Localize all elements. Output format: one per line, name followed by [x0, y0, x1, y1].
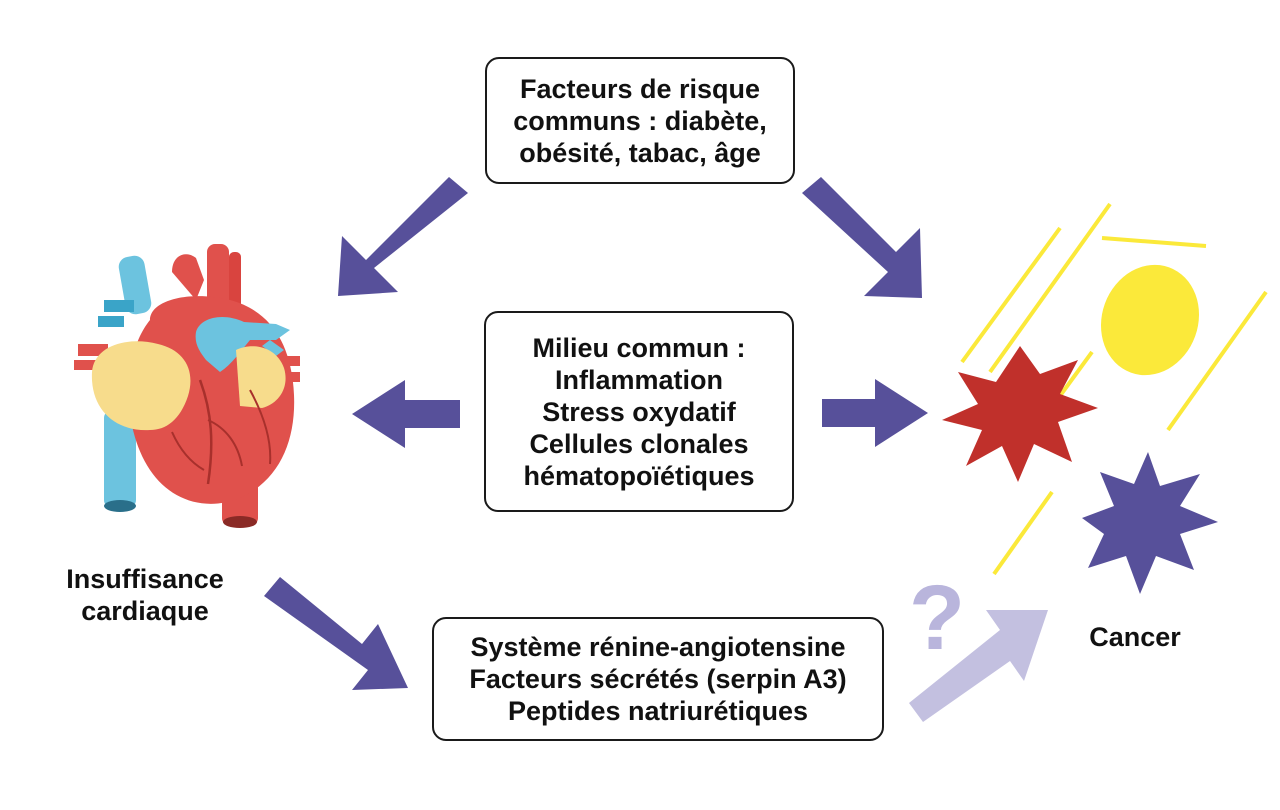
common-milieu-line: Stress oxydatif: [542, 396, 736, 427]
secreted-factors-line: Peptides natriurétiques: [507, 696, 809, 726]
heart-failure-label: Insuffisance cardiaque: [40, 563, 250, 627]
risk-factors-box: Facteurs de risque communs : diabète, ob…: [485, 57, 795, 184]
risk-factors-line: obésité, tabac, âge: [519, 137, 761, 168]
arrow-heart-to-ras: [264, 577, 408, 690]
arrow-risk-to-cancer: [802, 177, 922, 298]
arrows: [264, 177, 1048, 722]
arrow-milieu-to-heart: [352, 380, 460, 448]
secreted-factors-line: Système rénine-angiotensine: [470, 632, 846, 662]
cancer-label: Cancer: [1070, 621, 1200, 653]
secreted-factors-line: Facteurs sécrétés (serpin A3): [469, 664, 847, 694]
common-milieu-line: Milieu commun :: [532, 332, 746, 363]
risk-factors-line: Facteurs de risque: [519, 73, 761, 104]
anatomical-heart-icon: [74, 244, 300, 528]
arrow-risk-to-heart: [338, 177, 468, 296]
cancer-cells-icon: [942, 202, 1268, 594]
secreted-factors-box: Système rénine-angiotensine Facteurs séc…: [432, 617, 884, 741]
risk-factors-line: communs : diabète,: [513, 105, 767, 136]
common-milieu-line: Cellules clonales: [529, 428, 749, 459]
heart-failure-label-line: cardiaque: [81, 596, 209, 626]
question-mark: ?: [908, 567, 966, 669]
arrow-milieu-to-cancer: [822, 379, 928, 447]
cancer-label-text: Cancer: [1089, 622, 1181, 652]
arrow-ras-to-cancer-uncertain: [909, 610, 1048, 722]
common-milieu-line: hématopoïétiques: [523, 460, 755, 491]
common-milieu-line: Inflammation: [554, 364, 723, 395]
heart-failure-label-line: Insuffisance: [66, 564, 224, 594]
common-milieu-box: Milieu commun : Inflammation Stress oxyd…: [484, 311, 794, 512]
